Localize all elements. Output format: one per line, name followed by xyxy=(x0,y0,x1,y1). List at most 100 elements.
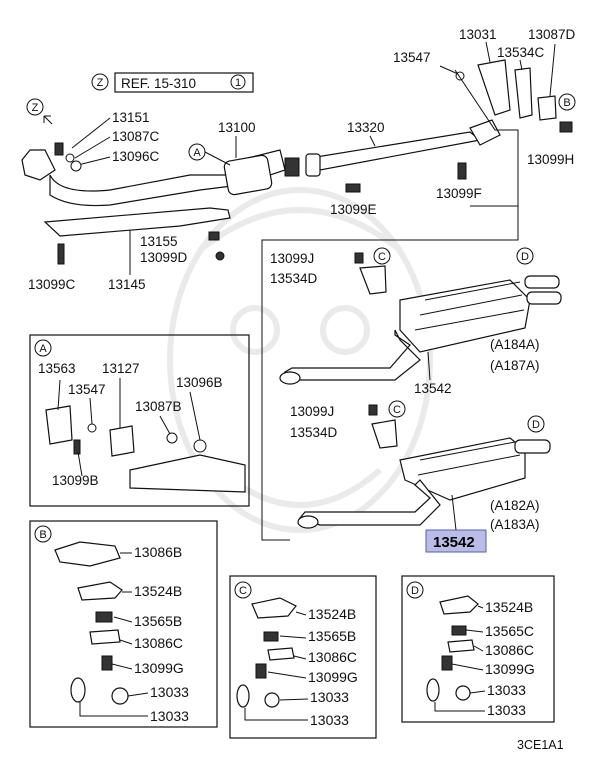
label-c-13033b: 13033 xyxy=(310,712,349,728)
label-c-13524b: 13524B xyxy=(308,606,356,622)
front-pipe-13100 xyxy=(21,149,300,207)
label-d-13099g: 13099G xyxy=(485,661,535,677)
label-a-13563: 13563 xyxy=(38,361,76,376)
callout-b-text-top: B xyxy=(563,97,570,109)
label-c-13086c: 13086C xyxy=(308,649,357,665)
label-b-13033a: 13033 xyxy=(150,684,189,700)
callout-d-text-1: D xyxy=(521,251,529,263)
callout-c-circle-1 xyxy=(373,247,391,265)
reference-box xyxy=(114,72,254,93)
heat-shield-13145 xyxy=(43,207,231,237)
bracket-13534c xyxy=(514,67,533,119)
label-13099f: 13099F xyxy=(436,186,482,201)
label-c-13565b: 13565B xyxy=(308,628,356,644)
detail-box-d xyxy=(401,575,555,723)
label-a-13127: 13127 xyxy=(102,361,140,376)
reference-circle-num: 1 xyxy=(235,77,241,89)
label-13099c: 13099C xyxy=(28,277,76,292)
leader-13542-1 xyxy=(427,351,431,381)
callout-d-circle-1 xyxy=(516,247,534,265)
part-d-13033b xyxy=(455,685,471,701)
detail-b-label: B xyxy=(39,529,46,541)
detail-a-circle xyxy=(34,339,52,357)
label-b-13033b: 13033 xyxy=(150,708,189,724)
label-13534d-1: 13534D xyxy=(270,271,318,286)
detail-box-a xyxy=(29,334,250,507)
hanger-13031 xyxy=(477,59,511,116)
part-d-13086c xyxy=(447,639,475,653)
part-c-13033b xyxy=(264,692,280,708)
label-b-13086c: 13086C xyxy=(134,635,183,651)
part-c-13099g xyxy=(255,663,267,679)
part-d-13033a xyxy=(426,678,440,702)
label-13542-highlight[interactable]: 13542 xyxy=(433,534,475,551)
label-13100: 13100 xyxy=(218,120,256,135)
part-c-13524b xyxy=(251,597,297,619)
detail-c-label: C xyxy=(239,585,247,597)
part-b-13086c xyxy=(89,629,121,645)
muffler-13542-lower xyxy=(297,437,551,529)
detail-d-circle xyxy=(406,581,424,599)
label-13087d: 13087D xyxy=(528,27,576,42)
callout-z-circle xyxy=(91,73,109,91)
label-13096c: 13096C xyxy=(112,149,160,164)
callout-d-circle-2 xyxy=(527,415,545,433)
callout-c-circle-2 xyxy=(388,400,406,418)
label-a183a: (A183A) xyxy=(490,517,540,532)
label-a182a: (A182A) xyxy=(490,498,540,513)
bolt-a-13547 xyxy=(87,423,97,433)
part-b-13524b xyxy=(77,581,123,601)
label-13547-top: 13547 xyxy=(393,50,431,65)
part-b-13033b xyxy=(111,687,129,705)
figure-code: 3CE1A1 xyxy=(517,738,564,752)
label-13151: 13151 xyxy=(112,110,150,125)
callout-d-text-2: D xyxy=(532,419,540,431)
callout-z-ref: Z xyxy=(97,77,104,89)
label-a184a: (A184A) xyxy=(490,337,540,352)
label-a-13087b: 13087B xyxy=(135,399,182,414)
nut-13096b xyxy=(193,439,207,453)
detail-a-leaders xyxy=(57,378,201,477)
detail-a-pipe xyxy=(129,454,246,493)
bracket-13534d-2 xyxy=(371,419,398,449)
leader-13320 xyxy=(369,135,376,147)
bolt-13099j-1 xyxy=(354,252,364,264)
label-a-13547: 13547 xyxy=(68,382,106,397)
callout-b-circle-top xyxy=(558,93,576,111)
part-b-13565b xyxy=(95,611,113,623)
part-c-13033a xyxy=(236,684,250,708)
label-d-13086c: 13086C xyxy=(485,642,534,658)
label-b-13086b: 13086B xyxy=(134,544,182,560)
bracket-13087d xyxy=(537,95,557,121)
detail-c-leaders xyxy=(244,611,309,721)
label-13145: 13145 xyxy=(108,277,146,292)
part-d-13099g xyxy=(441,655,453,671)
label-d-13565c: 13565C xyxy=(485,623,534,639)
label-a-13096b: 13096B xyxy=(176,375,223,390)
bolt-13099d xyxy=(215,251,225,261)
detail-a-label: A xyxy=(39,343,47,355)
bolt-13099f xyxy=(457,162,467,180)
bracket-13534d-1 xyxy=(359,265,387,295)
direction-arrow xyxy=(43,115,53,125)
leaders-top-right xyxy=(439,41,556,97)
detail-d-leaders xyxy=(434,605,486,712)
spring-13087c xyxy=(65,153,75,163)
part-b-13086b xyxy=(54,541,121,567)
frame-line-top xyxy=(454,69,519,207)
bolt-13099j-2 xyxy=(368,404,378,416)
label-13087c: 13087C xyxy=(112,129,160,144)
detail-b-circle xyxy=(34,525,52,543)
detail-c-circle xyxy=(234,581,252,599)
part-d-13524b xyxy=(439,595,479,615)
callout-a-text: A xyxy=(193,147,201,159)
label-b-13099g: 13099G xyxy=(134,660,184,676)
label-13542-1: 13542 xyxy=(414,381,452,396)
detail-box-b xyxy=(29,520,218,728)
label-13099d: 13099D xyxy=(140,250,188,265)
label-a-13099b: 13099B xyxy=(52,473,99,488)
bolt-13099b xyxy=(73,439,81,455)
label-13099h: 13099H xyxy=(527,152,574,167)
